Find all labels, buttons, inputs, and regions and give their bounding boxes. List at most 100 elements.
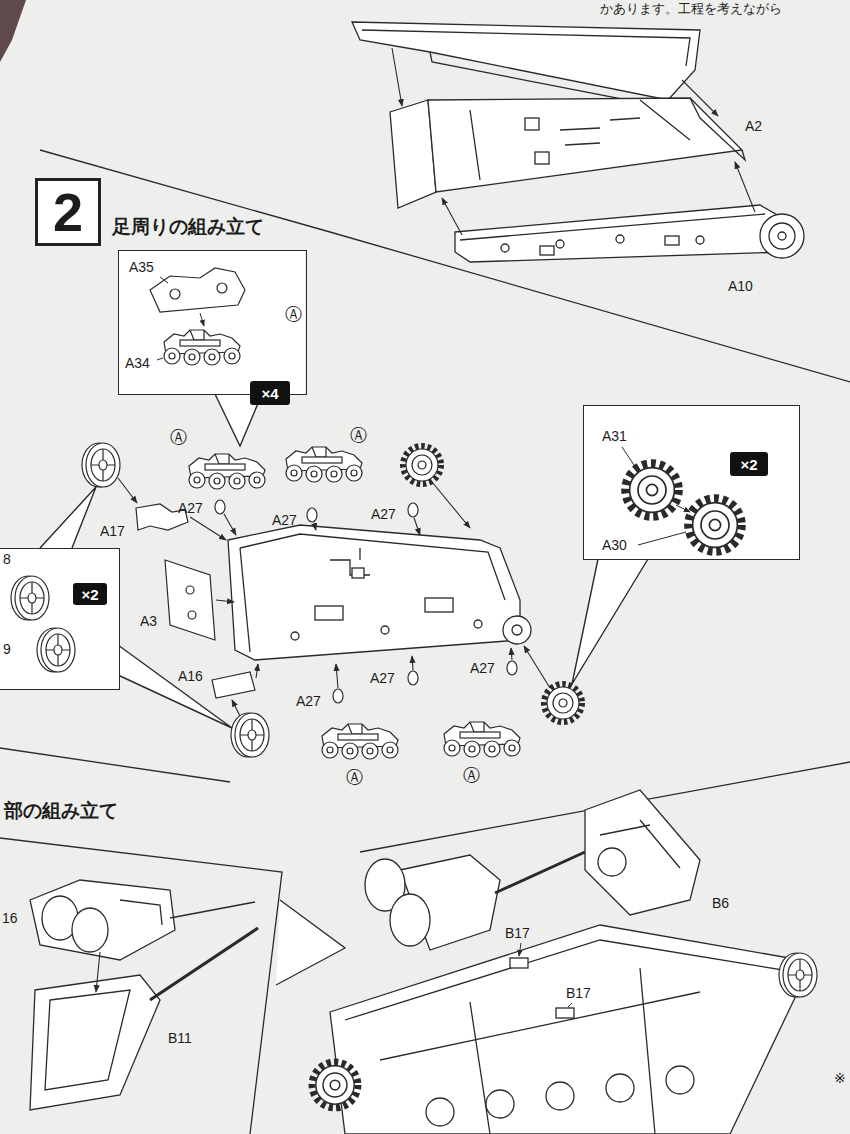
assembly-arrow bbox=[392, 48, 755, 235]
floor-plate bbox=[470, 100, 690, 180]
hull bbox=[474, 620, 482, 628]
subassembly-mark: Ⓐ bbox=[350, 426, 367, 446]
note-mark: ※ bbox=[834, 1070, 846, 1086]
part-number: A27 bbox=[370, 670, 395, 686]
side-panel bbox=[460, 214, 765, 240]
callout-fill bbox=[0, 178, 800, 690]
assembly-arrow bbox=[682, 80, 718, 116]
leader-line bbox=[676, 505, 690, 512]
hull bbox=[503, 616, 531, 644]
assembly-arrow bbox=[216, 600, 234, 602]
assembly-arrow bbox=[96, 952, 100, 992]
chassis bbox=[779, 953, 817, 997]
part-number: 16 bbox=[2, 910, 18, 926]
engine bbox=[170, 902, 255, 918]
chassis bbox=[312, 925, 817, 1134]
leader-line bbox=[200, 313, 204, 326]
side-panel bbox=[540, 246, 554, 255]
part-number: A16 bbox=[178, 668, 203, 684]
assembly-arrow bbox=[511, 648, 512, 660]
part-art bbox=[444, 722, 520, 757]
floor-plate bbox=[428, 98, 742, 192]
chassis bbox=[426, 1098, 454, 1126]
assembly-arrow bbox=[118, 478, 137, 503]
engine bbox=[72, 908, 108, 952]
section-divider bbox=[0, 838, 282, 1134]
part-number: A27 bbox=[272, 512, 297, 528]
leader-line bbox=[638, 532, 686, 545]
assembly-arrow bbox=[412, 656, 413, 670]
part-art bbox=[507, 661, 517, 675]
floor-plate bbox=[690, 98, 745, 160]
hull bbox=[240, 534, 505, 600]
part-art bbox=[212, 672, 255, 698]
callout-fill bbox=[0, 548, 120, 690]
side-panel bbox=[455, 205, 790, 262]
leader-line bbox=[568, 1003, 572, 1007]
side-panel bbox=[455, 205, 804, 262]
callout-box: A35A34Ⓐ bbox=[118, 250, 307, 395]
chassis bbox=[345, 940, 795, 1020]
hull bbox=[315, 606, 343, 620]
hull bbox=[240, 548, 250, 652]
leader-line bbox=[160, 277, 168, 283]
assembly-arrow bbox=[442, 198, 462, 235]
engine bbox=[365, 790, 700, 950]
assembly-arrow bbox=[524, 646, 550, 688]
callout-fill bbox=[118, 250, 305, 395]
part-number: A27 bbox=[470, 660, 495, 676]
part-art bbox=[189, 454, 265, 489]
hull bbox=[228, 525, 520, 660]
callout-art bbox=[11, 576, 49, 620]
side-panel bbox=[778, 232, 786, 240]
engine bbox=[150, 928, 258, 1000]
assembly-arrow bbox=[96, 952, 100, 992]
hull bbox=[228, 525, 531, 660]
part-art bbox=[165, 560, 215, 640]
page-note: かあります。工程を考えながら bbox=[600, 2, 782, 17]
part-art bbox=[215, 500, 225, 514]
part-number: B11 bbox=[168, 1030, 192, 1046]
part-art bbox=[188, 611, 196, 619]
engine bbox=[598, 848, 626, 876]
hull-tub bbox=[362, 30, 690, 66]
engine bbox=[600, 820, 680, 868]
callout-box: A31A30×2 bbox=[583, 405, 800, 560]
part-number: A34 bbox=[125, 355, 150, 371]
part-art bbox=[82, 443, 120, 487]
assembly-arrow bbox=[392, 48, 402, 106]
subassembly-mark: Ⓐ bbox=[170, 428, 187, 448]
subassembly-mark: Ⓐ bbox=[285, 305, 302, 325]
engine bbox=[390, 894, 430, 946]
hull bbox=[512, 625, 522, 635]
part-number: A2 bbox=[745, 118, 762, 134]
callout-tail bbox=[40, 394, 648, 728]
engine bbox=[585, 790, 700, 915]
engine bbox=[120, 900, 162, 925]
floor-plate bbox=[525, 118, 539, 130]
quantity-badge: ×2 bbox=[730, 452, 768, 476]
callout-art bbox=[625, 463, 678, 516]
step-number: 2 bbox=[38, 181, 98, 243]
assembly-arrow bbox=[432, 482, 470, 528]
part-art bbox=[322, 724, 398, 759]
step-title: 部の組み立て bbox=[4, 800, 118, 822]
chassis bbox=[606, 1074, 634, 1102]
hull bbox=[381, 626, 389, 634]
chassis bbox=[666, 1066, 694, 1094]
leader-line bbox=[157, 277, 690, 545]
callout-art bbox=[164, 330, 240, 365]
assembly-arrow bbox=[224, 514, 236, 535]
callout-tail bbox=[40, 487, 96, 548]
part-art bbox=[307, 508, 317, 522]
hull-tub bbox=[352, 22, 700, 100]
part-number: A17 bbox=[100, 523, 125, 539]
part-number: 8 bbox=[3, 551, 11, 567]
part-art bbox=[544, 684, 582, 722]
hull bbox=[425, 598, 453, 612]
part-number: A31 bbox=[602, 428, 627, 444]
callout-art bbox=[170, 289, 180, 299]
